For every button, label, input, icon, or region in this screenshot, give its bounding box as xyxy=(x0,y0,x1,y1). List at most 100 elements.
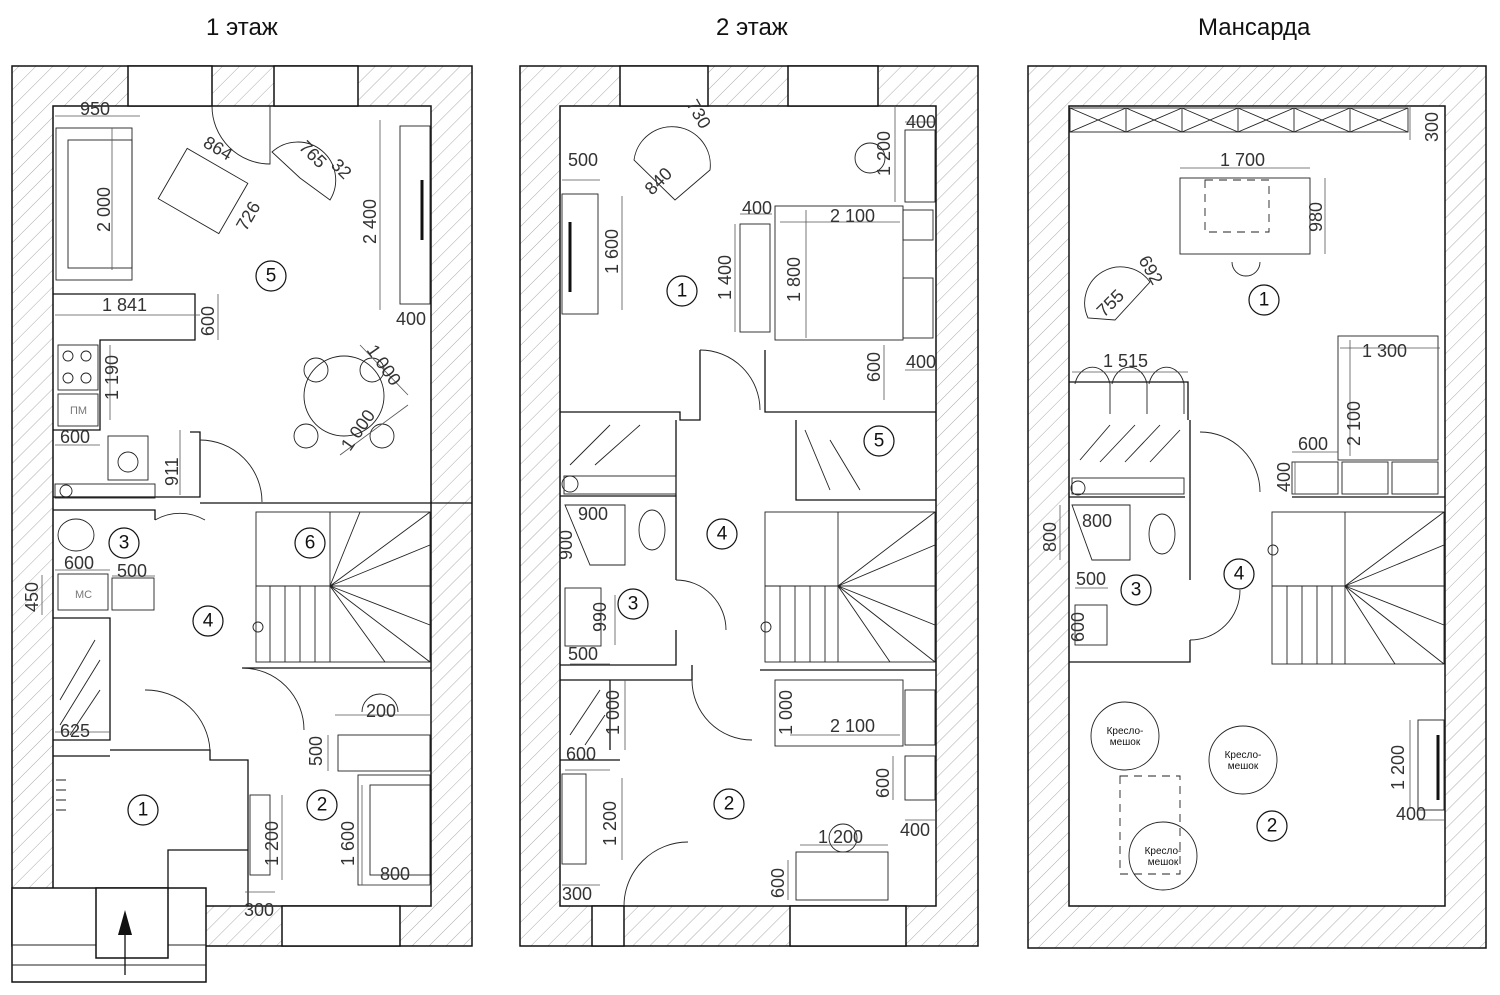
wardrobe xyxy=(399,125,431,305)
dim2-990: 990 xyxy=(590,602,610,632)
dim2-2100-a: 2 100 xyxy=(830,206,875,226)
dim-1600: 1 600 xyxy=(338,821,358,866)
dim-450: 450 xyxy=(22,582,42,612)
floor2-plan: 730 500 840 1 200 400 1 600 400 2 100 1 … xyxy=(519,65,979,947)
attic-plan: Кресло-мешок Кресло-мешок Кресло-мешок 3… xyxy=(1027,65,1487,949)
staircase xyxy=(255,511,431,663)
door-swing xyxy=(199,439,263,503)
dim2-2100-b: 2 100 xyxy=(830,716,875,736)
dim-625: 625 xyxy=(60,721,90,741)
dim3-400-a: 400 xyxy=(1274,462,1294,492)
svg-text:3: 3 xyxy=(119,533,130,554)
dim3-1200: 1 200 xyxy=(1388,745,1408,790)
svg-text:1: 1 xyxy=(677,281,688,302)
attic-room-number-2: 2 xyxy=(1256,810,1288,842)
dishwasher xyxy=(57,393,99,427)
svg-text:1: 1 xyxy=(1259,290,1270,311)
floor1-room-number-2: 2 xyxy=(306,789,338,821)
attic-sink xyxy=(1074,604,1108,646)
dim-800: 800 xyxy=(380,864,410,884)
floor2-room-number-3: 3 xyxy=(617,588,649,620)
attic-room-number-4: 4 xyxy=(1223,558,1255,590)
dim-2400: 2 400 xyxy=(360,199,380,244)
dim2-400-a: 400 xyxy=(906,112,936,132)
dim3-800-h: 800 xyxy=(1082,511,1112,531)
dim3-600-b: 600 xyxy=(1068,612,1088,642)
dim2-600-a: 600 xyxy=(864,352,884,382)
dim-1190: 1 190 xyxy=(102,355,122,400)
svg-text:1: 1 xyxy=(138,800,149,821)
attic-title: Мансарда xyxy=(1198,14,1311,41)
beanbag-1 xyxy=(1090,701,1160,771)
floor1-room-number-1: 1 xyxy=(127,794,159,826)
dim2-1200-b: 1 200 xyxy=(600,801,620,846)
dim2-600-c: 600 xyxy=(873,768,893,798)
beanbag-2 xyxy=(1208,725,1278,795)
dishwasher-label: ПМ xyxy=(70,405,87,417)
attic-chair xyxy=(1084,266,1151,321)
dim2-900-a: 900 xyxy=(578,504,608,524)
beanbag-3 xyxy=(1128,821,1198,891)
round-chair xyxy=(271,141,337,201)
dim2-400-c: 400 xyxy=(906,352,936,372)
kitchen-sink xyxy=(107,435,149,481)
attic-wardrobe xyxy=(1417,719,1445,811)
floor1-room-number-4: 4 xyxy=(192,605,224,637)
dim-950: 950 xyxy=(80,99,110,119)
dim3-2100: 2 100 xyxy=(1344,401,1364,446)
dim-1841: 1 841 xyxy=(102,295,147,315)
bathtub-f2 xyxy=(564,587,602,647)
attic-dimensions: 300 1 700 980 692 755 1 515 1 300 2 100 … xyxy=(1040,112,1442,824)
beanbag-3-label: Кресло-мешок xyxy=(1145,846,1182,868)
beanbag-1-label: Кресло-мешок xyxy=(1107,726,1144,748)
svg-text:5: 5 xyxy=(266,266,277,287)
svg-text:5: 5 xyxy=(874,431,885,452)
wardrobe-2 xyxy=(249,794,271,876)
dim-600-a: 600 xyxy=(198,306,218,336)
attic-room-number-1: 1 xyxy=(1248,284,1280,316)
beanbag-2-label: Кресло-мешок xyxy=(1225,750,1262,772)
dim2-1800: 1 800 xyxy=(784,257,804,302)
dresser xyxy=(739,223,771,333)
floor1-room-number-3: 3 xyxy=(108,527,140,559)
dim-2000: 2 000 xyxy=(94,187,114,232)
wardrobe-f2b xyxy=(561,773,587,865)
svg-text:2: 2 xyxy=(724,794,735,815)
floor2-room-number-4: 4 xyxy=(706,518,738,550)
dim3-300: 300 xyxy=(1422,112,1442,142)
dim3-1515: 1 515 xyxy=(1103,351,1148,371)
floor1-title: 1 этаж xyxy=(206,14,278,41)
round-chair-f2 xyxy=(633,126,711,201)
dim2-500-b: 500 xyxy=(568,644,598,664)
svg-text:6: 6 xyxy=(305,533,316,554)
dim2-1000-bed: 1 000 xyxy=(776,690,796,735)
stove xyxy=(57,344,99,391)
washing-machine xyxy=(57,573,109,611)
staircase-f2 xyxy=(764,511,936,663)
svg-text:4: 4 xyxy=(203,611,214,632)
washer-label: МС xyxy=(75,589,92,601)
floor1-room-number-5: 5 xyxy=(255,260,287,292)
dim2-900-b: 900 xyxy=(556,530,576,560)
dim2-1200-c: 1 200 xyxy=(818,827,863,847)
attic-bed xyxy=(1337,335,1439,461)
attic-room-number-3: 3 xyxy=(1120,574,1152,606)
attic-desk xyxy=(1179,177,1311,255)
svg-text:2: 2 xyxy=(317,795,328,816)
dim2-1200-a: 1 200 xyxy=(874,131,894,176)
dim2-600-d: 600 xyxy=(768,868,788,898)
dim-400: 400 xyxy=(396,309,426,329)
dim-911: 911 xyxy=(162,457,182,486)
dim2-1000: 1 000 xyxy=(603,690,623,735)
dim2-400-b: 400 xyxy=(742,198,772,218)
shower-f2 xyxy=(564,504,626,566)
svg-text:3: 3 xyxy=(628,594,639,615)
floor2-title: 2 этаж xyxy=(716,14,788,41)
floor2-room-number-1: 1 xyxy=(666,275,698,307)
attic-staircase xyxy=(1271,511,1445,665)
dim-500-a: 500 xyxy=(117,561,147,581)
attic-shower xyxy=(1071,504,1131,561)
dim-600-b: 600 xyxy=(60,427,90,447)
dim-600-c: 600 xyxy=(64,553,94,573)
